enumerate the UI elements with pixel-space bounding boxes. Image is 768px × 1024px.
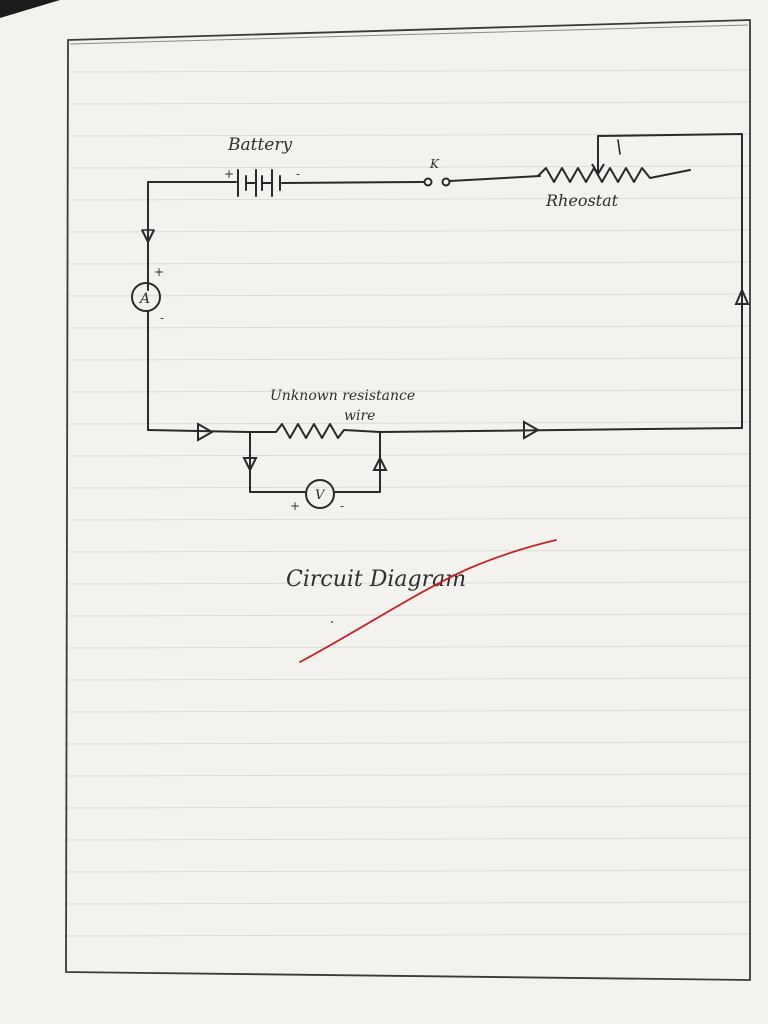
red-strikethrough-line <box>299 539 557 663</box>
ammeter-plus-sign: + <box>154 265 164 279</box>
resistance-label-line1: Unknown resistance <box>270 388 415 404</box>
key-switch[interactable] <box>423 177 451 187</box>
page-border-inner <box>69 24 749 45</box>
battery-minus-sign: - <box>296 167 300 181</box>
ammeter-minus-sign: - <box>160 311 164 325</box>
battery-plus-sign: + <box>224 167 234 181</box>
voltmeter-arrow-up-icon <box>372 455 388 471</box>
key-label: K <box>429 157 440 171</box>
voltmeter-label: V <box>315 488 326 503</box>
resistance-label-line2: wire <box>344 408 375 424</box>
page-corner-shadow <box>0 0 60 18</box>
ammeter[interactable] <box>131 282 161 312</box>
wire-bottom-right <box>379 427 743 433</box>
voltmeter-branch-wire-right <box>333 431 381 493</box>
unknown-resistance-wire[interactable] <box>247 423 381 439</box>
battery-label: Battery <box>227 135 292 155</box>
ammeter-label: A <box>138 291 150 307</box>
rheostat-label: Rheostat <box>545 191 619 210</box>
diagram-title: Circuit Diagram <box>286 567 466 592</box>
wire-battery-to-key <box>281 181 425 184</box>
current-arrow-left-icon <box>141 229 155 245</box>
current-arrow-right-icon <box>734 287 750 305</box>
current-arrow-bottom-right-icon <box>523 420 541 440</box>
rheostat-slider-arrow-icon <box>591 163 605 176</box>
voltmeter-plus-sign: + <box>290 499 300 513</box>
page-border <box>65 19 751 981</box>
voltmeter[interactable] <box>305 479 335 509</box>
voltmeter-arrow-down-icon <box>242 457 258 473</box>
voltmeter-minus-sign: - <box>340 499 344 513</box>
wire-top-left <box>147 181 237 291</box>
ruled-lines <box>65 69 751 937</box>
rheostat-tick <box>617 139 621 155</box>
current-arrow-bottom-left-icon <box>197 422 215 442</box>
pencil-dot <box>331 621 333 623</box>
wire-key-to-rheostat <box>449 175 541 182</box>
wire-right-side <box>597 133 743 429</box>
battery-symbol <box>237 169 281 197</box>
voltmeter-branch-wire <box>249 431 307 493</box>
rheostat-symbol[interactable] <box>537 167 691 183</box>
